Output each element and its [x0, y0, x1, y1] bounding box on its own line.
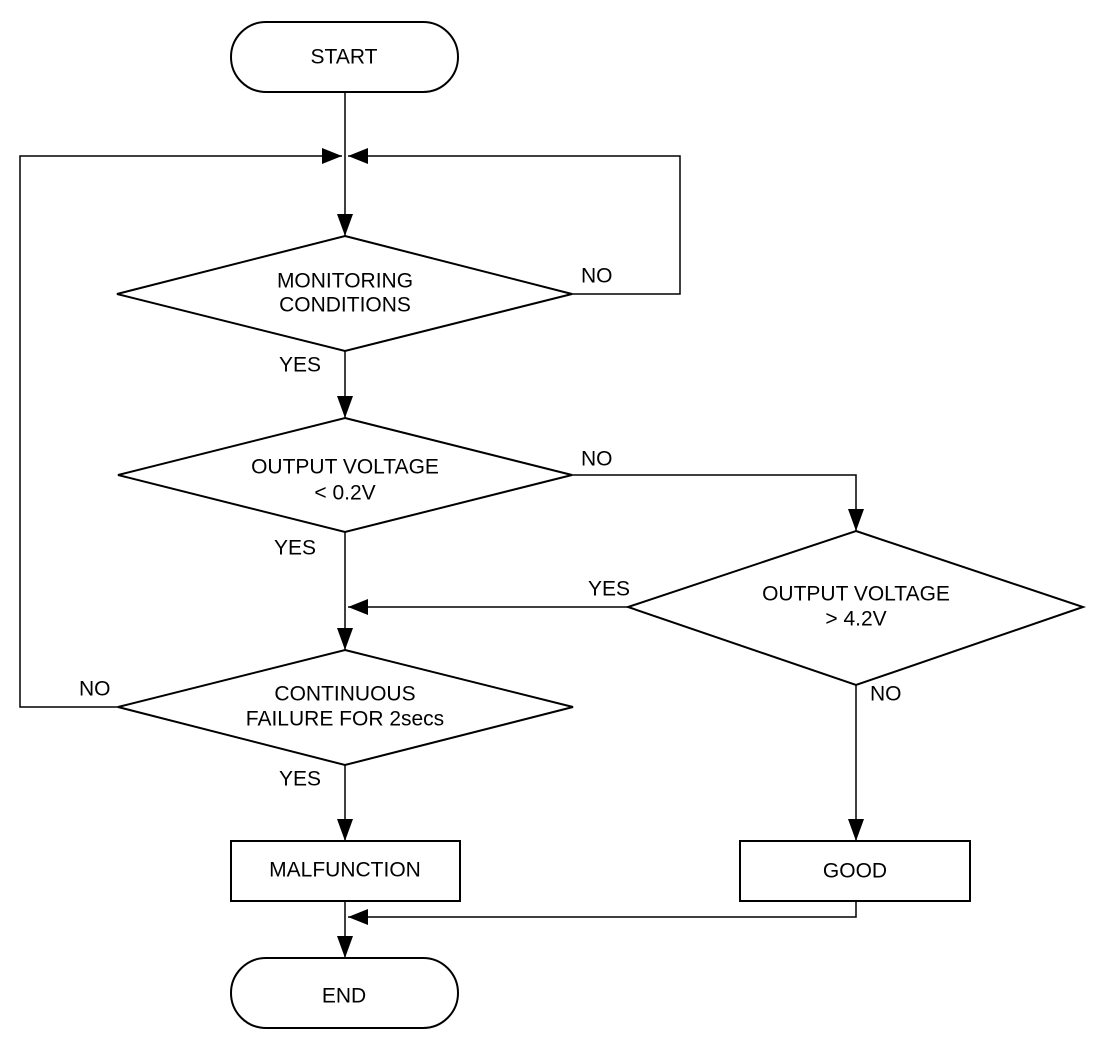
end-terminal: END — [230, 957, 459, 1029]
monitoring-conditions-decision: MONITORING CONDITIONS — [116, 234, 573, 353]
connector-continuous-no-loop — [19, 155, 342, 708]
continuous-yes-label: YES — [279, 768, 321, 791]
output-voltage-low-decision: OUTPUT VOLTAGE < 0.2V — [117, 416, 573, 534]
monitoring-line-2: CONDITIONS — [279, 294, 411, 317]
voltage-low-line-1: OUTPUT VOLTAGE — [251, 456, 439, 479]
arrowhead-into-end — [337, 936, 353, 958]
voltage-high-line-1: OUTPUT VOLTAGE — [762, 583, 950, 606]
arrowhead-into-malfunction — [337, 819, 353, 841]
start-terminal: START — [230, 21, 459, 93]
voltage-high-line-2: > 4.2V — [825, 608, 886, 631]
voltage-low-line-2: < 0.2V — [314, 482, 375, 505]
monitoring-line-1: MONITORING — [277, 270, 413, 293]
arrowhead-into-continuous — [337, 628, 353, 650]
arrowhead-loop-right — [348, 148, 368, 164]
start-label: START — [311, 46, 378, 69]
arrowhead-merge-from-good — [348, 909, 368, 925]
continuous-no-label: NO — [79, 678, 111, 701]
continuous-line-2: FAILURE FOR 2secs — [246, 708, 444, 731]
voltage-high-yes-label: YES — [588, 578, 630, 601]
continuous-line-1: CONTINUOUS — [274, 683, 415, 706]
good-label: GOOD — [823, 860, 887, 883]
malfunction-label: MALFUNCTION — [269, 859, 421, 882]
connector-good-to-end — [348, 901, 857, 918]
arrowhead-into-voltage-high — [848, 509, 864, 531]
good-box: GOOD — [739, 840, 971, 902]
connector-voltage-low-no — [572, 474, 857, 531]
monitoring-yes-label: YES — [279, 354, 321, 377]
monitoring-no-label: NO — [581, 265, 613, 288]
arrowhead-loop-left — [322, 148, 342, 164]
continuous-failure-decision: CONTINUOUS FAILURE FOR 2secs — [117, 648, 574, 767]
arrowhead-merge-from-voltage-high — [348, 599, 368, 615]
voltage-low-yes-label: YES — [274, 537, 316, 560]
end-label: END — [322, 985, 366, 1008]
malfunction-box: MALFUNCTION — [230, 840, 461, 902]
connector-monitoring-no-loop — [348, 155, 681, 295]
arrowhead-into-monitoring — [337, 214, 353, 236]
arrowhead-into-voltage-low — [337, 396, 353, 418]
output-voltage-high-decision: OUTPUT VOLTAGE > 4.2V — [624, 529, 1087, 687]
voltage-high-no-label: NO — [870, 683, 902, 706]
arrowhead-into-good — [848, 819, 864, 841]
voltage-low-no-label: NO — [581, 448, 613, 471]
